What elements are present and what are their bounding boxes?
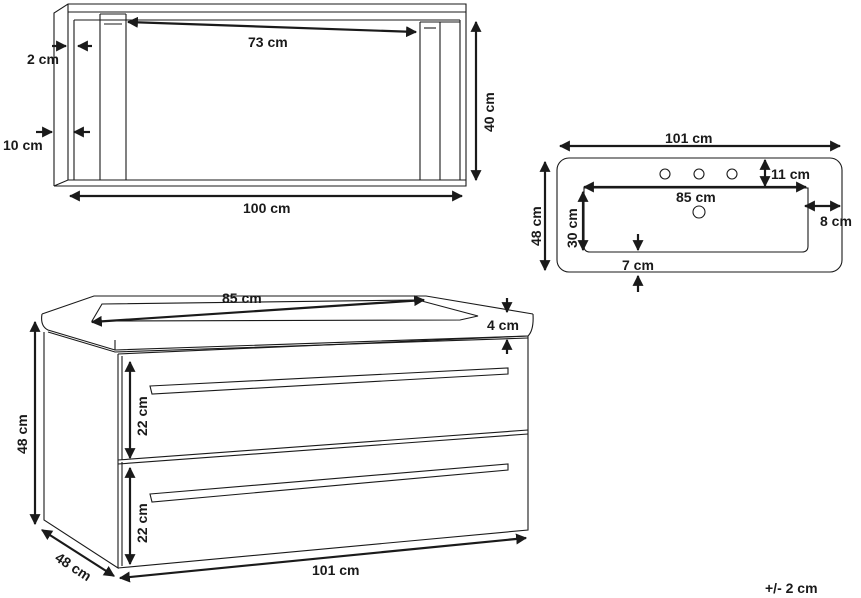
mirror-shelf-width-label: 10 cm (3, 137, 43, 153)
vanity-dimensions: 85 cm 4 cm 48 cm 22 cm 22 cm 48 cm 101 c… (14, 290, 528, 584)
vanity-height-label: 48 cm (14, 414, 30, 454)
mirror-frame-width-label: 2 cm (27, 51, 59, 67)
basin-bowl-depth-label: 30 cm (564, 208, 580, 248)
tolerance-note: +/- 2 cm (765, 580, 818, 596)
vanity-sink-width-label: 85 cm (222, 290, 262, 306)
basin-dimensions: 101 cm 48 cm 11 cm 85 cm 30 cm 8 cm 7 cm (528, 130, 852, 292)
basin-side-margin-label: 8 cm (820, 213, 852, 229)
basin-bowl-width-label: 85 cm (676, 189, 716, 205)
vanity-drawer-bottom-label: 22 cm (134, 503, 150, 543)
vanity-cabinet-drawing (41, 295, 534, 570)
basin-front-margin-label: 7 cm (622, 257, 654, 273)
mirror-height-label: 40 cm (481, 92, 497, 132)
vanity-width-label: 101 cm (312, 562, 359, 578)
vanity-drawer-top-label: 22 cm (134, 396, 150, 436)
basin-width-label: 101 cm (665, 130, 712, 146)
mirror-width-label: 100 cm (243, 200, 290, 216)
vanity-top-thickness-label: 4 cm (487, 317, 519, 333)
mirror-dimensions: 73 cm 40 cm 100 cm 2 cm 10 cm (3, 16, 497, 216)
mirror-inner-width-label: 73 cm (248, 34, 288, 50)
vanity-depth-label: 48 cm (52, 549, 94, 584)
basin-tap-offset-label: 11 cm (771, 166, 810, 182)
basin-depth-label: 48 cm (528, 206, 544, 246)
